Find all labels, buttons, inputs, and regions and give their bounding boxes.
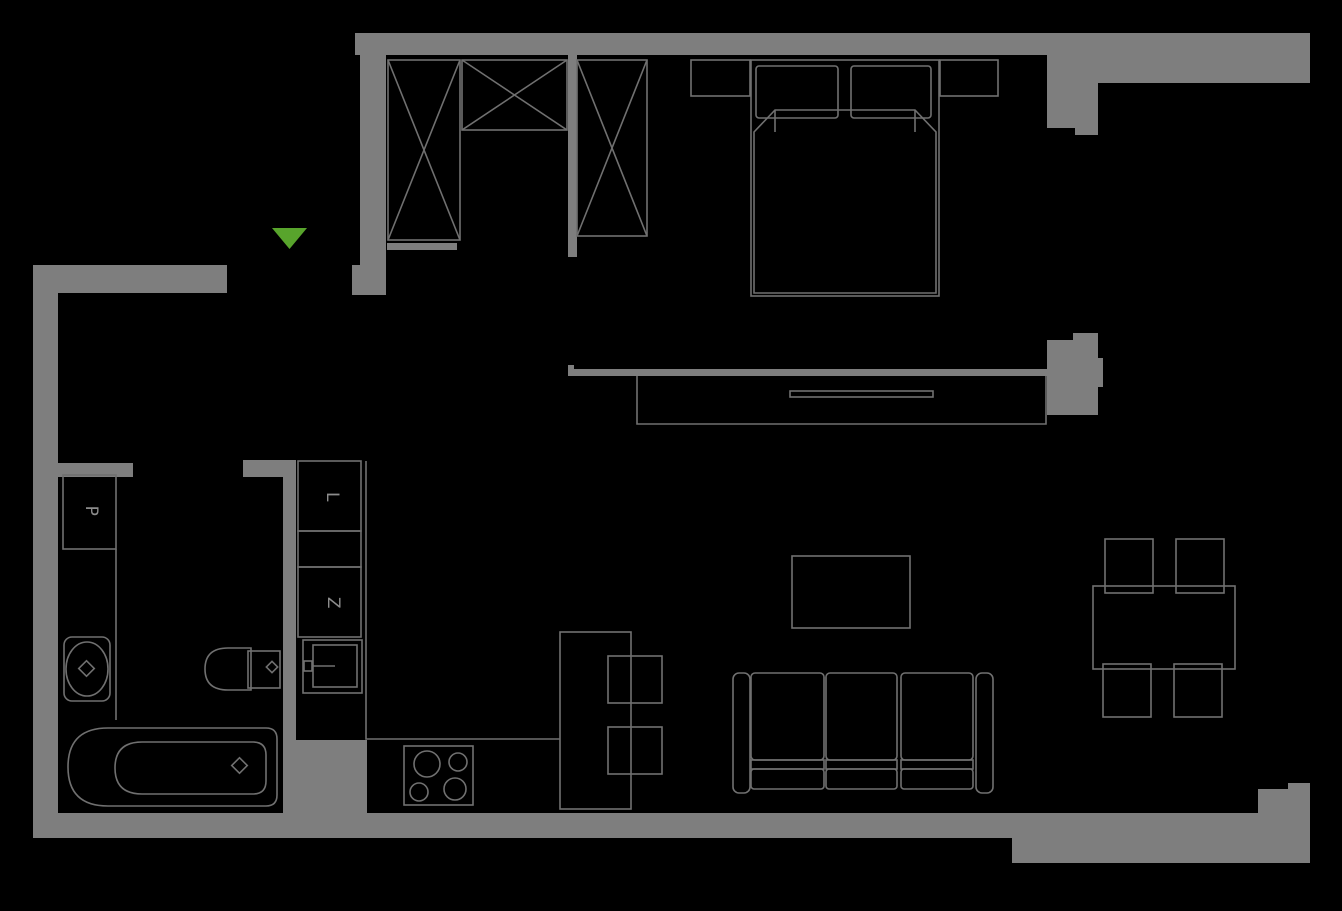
toilet-bowl [204, 647, 252, 691]
hob-burner-3 [409, 782, 429, 802]
label-fridge: L [322, 492, 342, 502]
dining-chair-bl [1102, 663, 1152, 718]
washbasin-faucet [77, 659, 96, 678]
kitchen-counter-edge [365, 461, 560, 740]
sofa-back-3 [900, 768, 974, 790]
hob-burner-1 [413, 750, 441, 778]
pillar-mid [1047, 340, 1098, 415]
wardrobe-right-x2 [576, 59, 648, 237]
nightstand-left [690, 59, 751, 97]
wall-bottom-right-step2 [1288, 783, 1310, 789]
dining-set [1092, 538, 1236, 718]
appliance-labels: P L Z [81, 492, 343, 609]
tv-sideboard [636, 376, 1047, 425]
label-dishwasher: Z [323, 597, 343, 609]
hob [403, 745, 474, 806]
sofa-armrest-left [732, 672, 751, 794]
washbasin-bowl [65, 641, 109, 697]
pillow-left [755, 65, 839, 119]
wall-bath-stub-right [243, 460, 296, 477]
pillar-top-right-step [1075, 128, 1098, 135]
wardrobe-right-box [576, 59, 648, 237]
sofa-armrest-right [975, 672, 994, 794]
wardrobe-left [387, 59, 461, 241]
bed-frame [750, 59, 940, 297]
kitchen-sink-cabinet [302, 639, 363, 694]
dining-chair-tl [1104, 538, 1154, 594]
tv [789, 390, 934, 398]
toilet-button [265, 660, 279, 674]
dining-table [1092, 585, 1236, 670]
wall-wardrobe-divider [568, 55, 577, 257]
label-washing-machine: P [81, 506, 101, 517]
washbasin-counter [63, 636, 111, 702]
pillar-top-right [1047, 83, 1098, 128]
wall-bath-stub-left [58, 463, 133, 477]
wardrobe-left-box [387, 59, 461, 241]
dining-chair-tr [1175, 538, 1225, 594]
coffee-table [791, 555, 911, 629]
washbasin [63, 636, 111, 702]
wall-entry-foot [352, 265, 362, 295]
hob-burner-2 [448, 752, 468, 772]
wall-top-right [1047, 55, 1310, 83]
wall-left [33, 265, 58, 838]
kitchen-faucet [303, 660, 335, 672]
hob-panel [403, 745, 474, 806]
wall-bottom-right-step1 [1258, 789, 1310, 813]
wall-wardrobe-low [387, 243, 457, 250]
hob-burner-4 [443, 777, 467, 801]
wardrobe-right [576, 59, 648, 237]
dining-chair-br [1173, 663, 1223, 718]
bed [750, 59, 940, 297]
wall-living-divider [568, 369, 1048, 376]
kitchen-cabinet-dishwasher [297, 566, 362, 638]
wall-bottom-right [1012, 813, 1310, 863]
pillow-right [850, 65, 932, 119]
bar-chair-1 [607, 655, 663, 704]
sofa-back-2 [825, 768, 898, 790]
bathtub-outer [67, 727, 278, 807]
pillar-mid-top [1073, 333, 1098, 340]
wall-entry-left [33, 265, 227, 293]
wall-bedroom-left [360, 33, 386, 295]
bar-chair-2 [607, 726, 663, 775]
bathtub [67, 727, 278, 807]
wardrobe-top-x2 [461, 59, 568, 131]
entrance-marker-icon [272, 228, 307, 249]
wall-top [355, 33, 1310, 55]
wall-kitchen-block [296, 740, 367, 813]
bar-table [559, 631, 632, 810]
wardrobe-top-box [461, 59, 568, 131]
wardrobe-top [461, 59, 568, 131]
toilet [204, 647, 281, 691]
bathtub-inner [114, 741, 267, 795]
wall-living-divider-notch [568, 365, 574, 369]
washing-machine [62, 474, 117, 550]
sofa-back-1 [750, 768, 825, 790]
pillar-mid-bump [1098, 358, 1103, 387]
walls [33, 33, 1310, 863]
bathtub-faucet [230, 756, 249, 775]
wardrobe-left-x2 [387, 59, 461, 241]
toilet-cistern [247, 650, 281, 689]
furniture [62, 59, 1236, 810]
wall-bath-right [283, 477, 296, 813]
wall-bottom [33, 813, 1012, 838]
sofa [732, 672, 994, 794]
nightstand-right [939, 59, 999, 97]
